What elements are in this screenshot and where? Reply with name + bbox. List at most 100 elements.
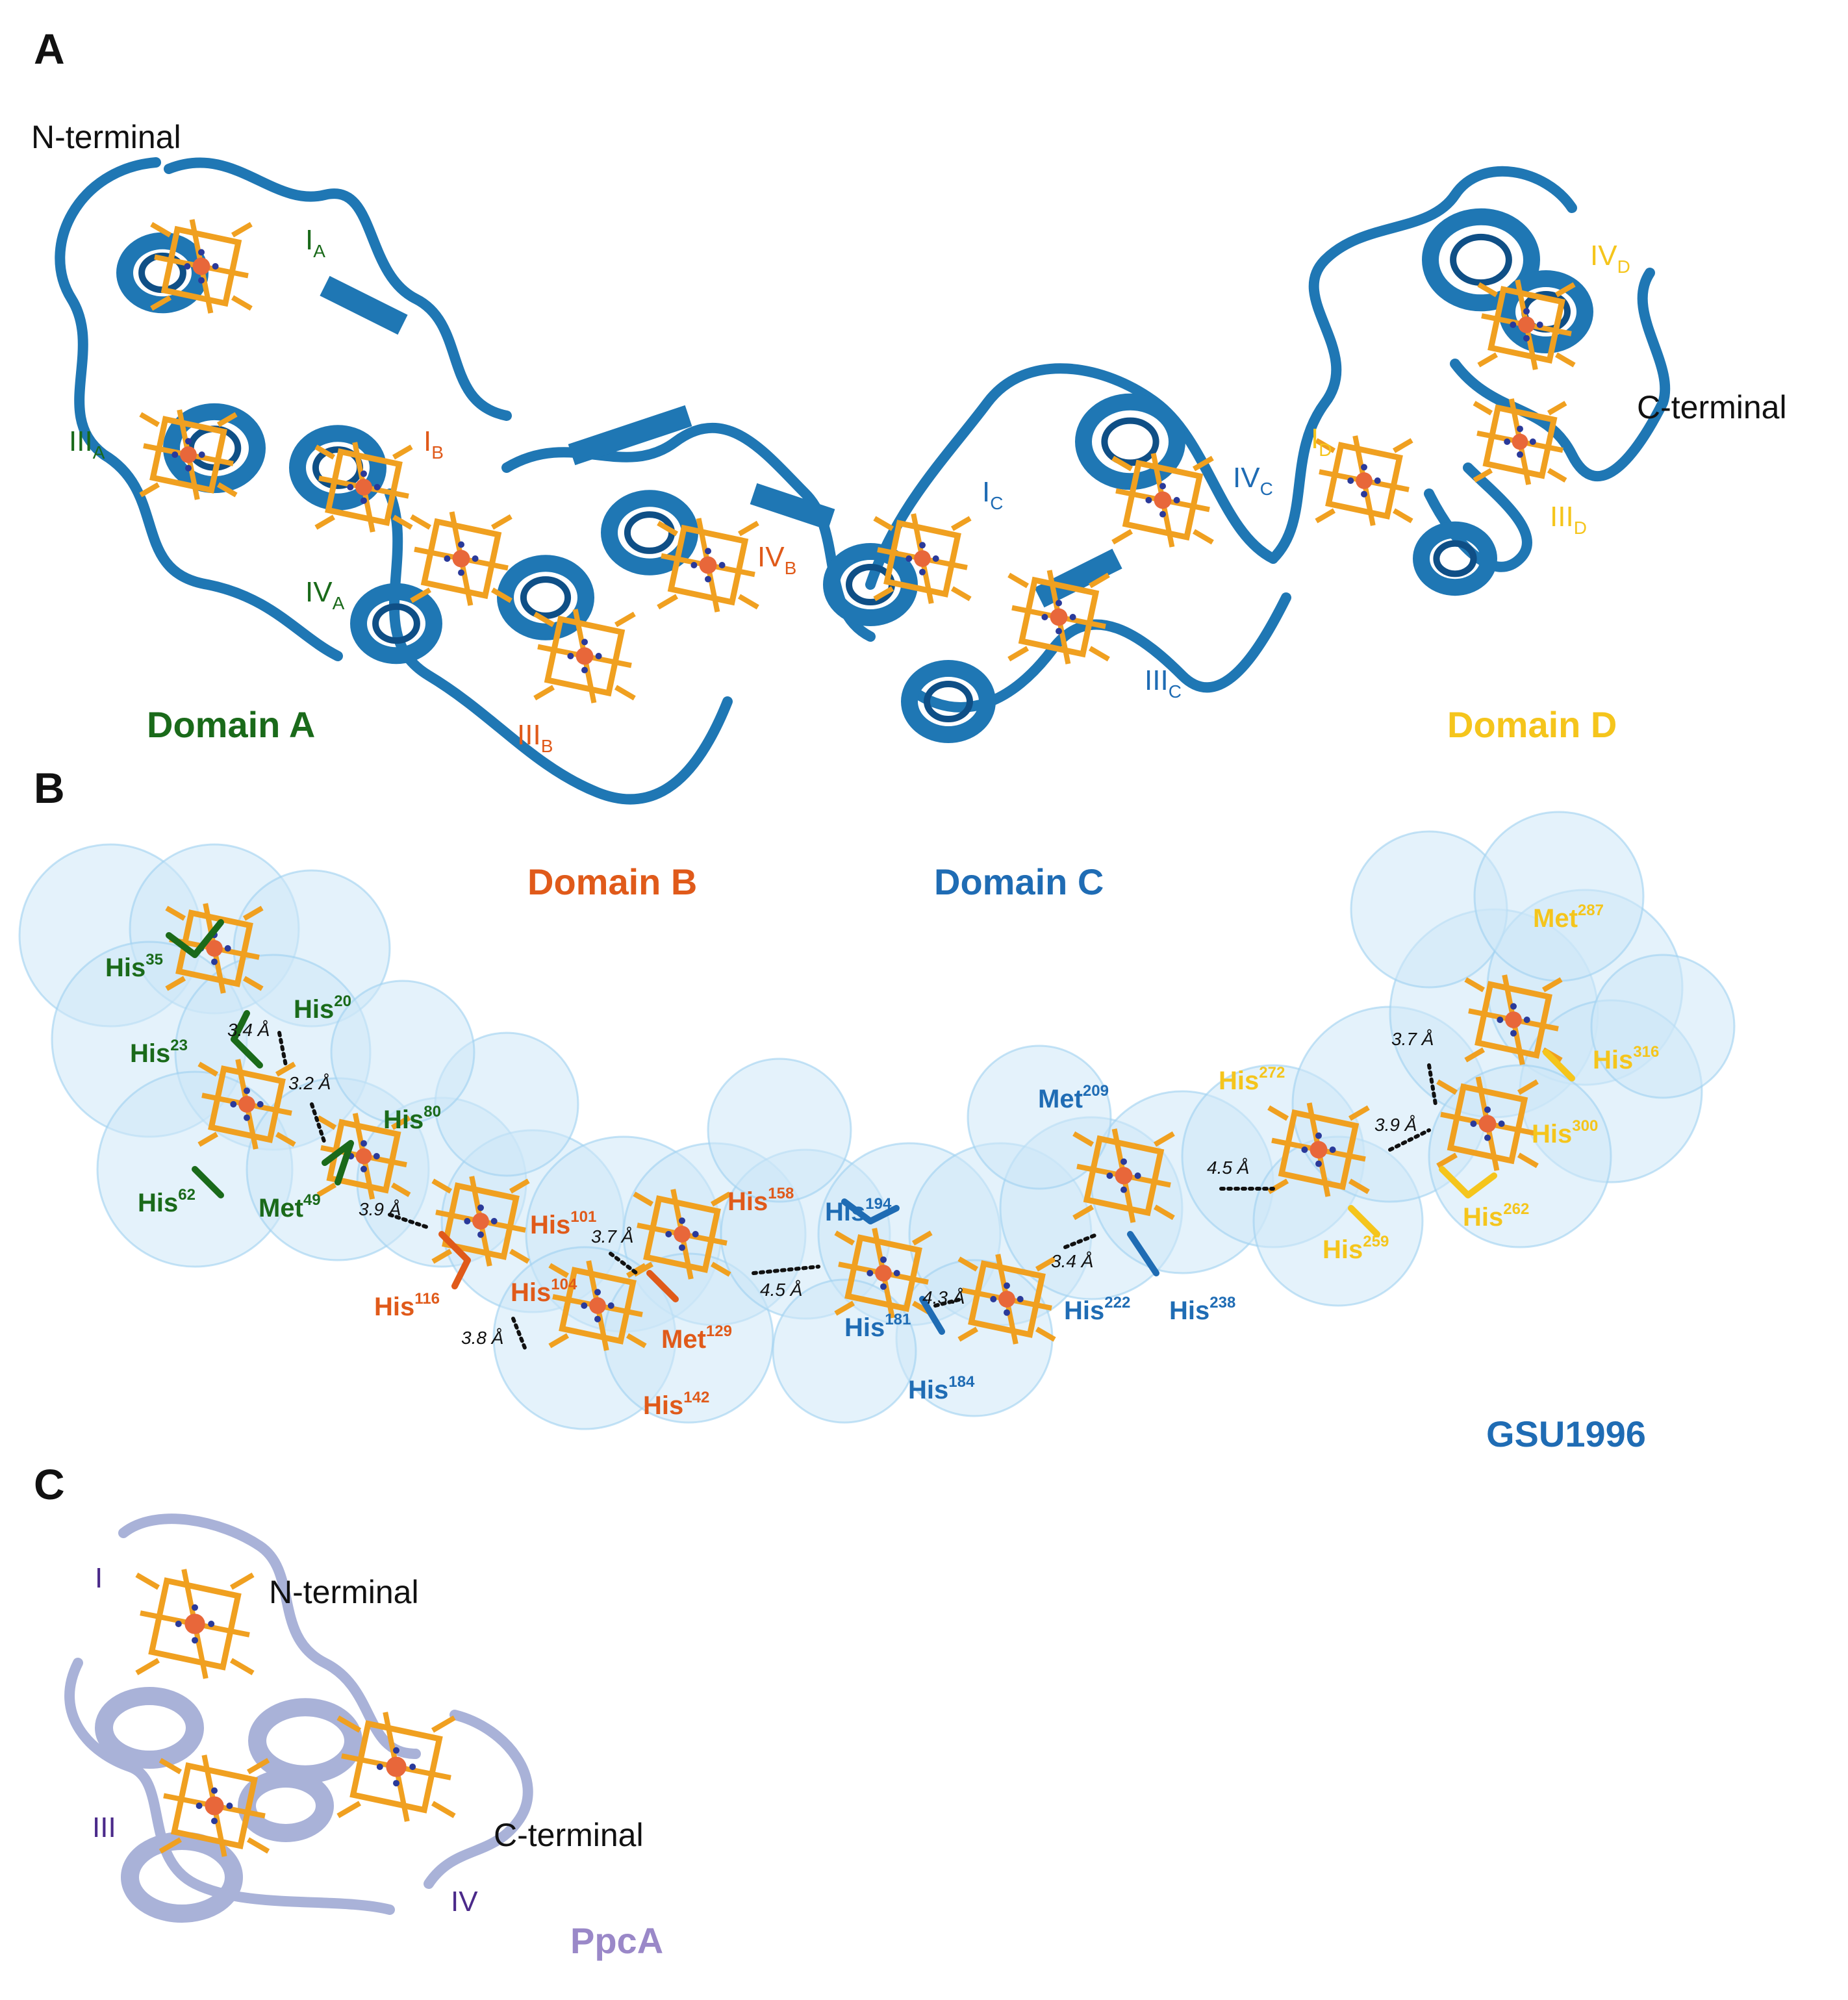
distance-label: 4.5 Å: [1207, 1158, 1250, 1178]
heme-substituent: [1517, 1079, 1539, 1095]
heme-group: [1267, 1102, 1370, 1197]
heme-substituent: [873, 516, 894, 531]
nitrogen-atom: [1173, 497, 1180, 503]
residue-his272: His272: [1219, 1064, 1285, 1095]
residue-his20: His20: [294, 993, 351, 1024]
heme-substituent: [150, 295, 172, 311]
nitrogen-atom: [1484, 1134, 1491, 1141]
side-chain-stick: [438, 1231, 471, 1289]
alpha-helix-inner: [624, 511, 676, 554]
heme-substituent: [1315, 508, 1336, 524]
heme-group: [548, 1260, 647, 1351]
nitrogen-atom: [595, 653, 602, 659]
panel-letter-c: C: [34, 1460, 65, 1508]
heme-substituent: [314, 444, 336, 460]
nitrogen-atom: [1523, 335, 1530, 342]
nitrogen-atom: [1056, 600, 1062, 607]
nitrogen-atom: [1517, 451, 1523, 458]
residue-his142: His142: [643, 1389, 710, 1420]
distance-dotted-line: [511, 1317, 528, 1353]
heme-group: [1464, 974, 1563, 1065]
heme-group: [150, 219, 253, 314]
heme-substituent: [1153, 1204, 1175, 1221]
heme-group: [657, 518, 759, 613]
heme-substituent: [165, 976, 186, 991]
ppca-alpha-helix: [121, 1832, 243, 1923]
nitrogen-atom: [1523, 308, 1530, 315]
nitrogen-atom: [376, 1764, 383, 1770]
iron-atom: [1310, 1141, 1328, 1159]
distance-label: 3.4 Å: [227, 1020, 270, 1040]
distance-label: 4.5 Å: [760, 1280, 803, 1300]
alpha-helix: [289, 425, 386, 511]
distance-links: [277, 1031, 1437, 1353]
alpha-helix-inner: [372, 603, 420, 644]
alpha-helix: [901, 660, 996, 743]
nitrogen-atom: [464, 1218, 471, 1224]
nitrogen-atom: [472, 555, 479, 562]
heme-substituent: [410, 514, 432, 530]
nitrogen-atom: [458, 569, 464, 576]
heme-substituent: [231, 295, 253, 311]
heme-substituent: [1554, 352, 1576, 368]
heme-substituent: [139, 482, 160, 498]
nitrogen-atom: [1145, 497, 1152, 503]
heme-substituent: [431, 1801, 456, 1819]
heme-substituent: [873, 586, 894, 601]
heme-substituent: [490, 587, 513, 603]
heme-group: [1111, 453, 1214, 548]
iron-atom: [875, 1265, 892, 1282]
alpha-helix-inner: [1101, 417, 1159, 466]
distance-label: 3.4 Å: [1051, 1251, 1094, 1271]
heme-substituent: [1007, 646, 1030, 662]
nitrogen-atom: [185, 464, 192, 472]
heme-label-iii-c: IIIC: [1145, 665, 1182, 702]
nitrogen-atom: [1523, 1017, 1530, 1023]
nitrogen-atom: [244, 1087, 250, 1095]
heme-substituent: [1348, 1105, 1370, 1121]
nitrogen-atom: [990, 1296, 997, 1302]
heme-group: [1007, 570, 1110, 665]
heme-substituent: [1315, 438, 1336, 453]
heme-label-iii-a: IIIA: [69, 425, 105, 462]
heme-substituent: [1111, 455, 1133, 472]
heme-substituent: [737, 594, 759, 610]
nitrogen-atom: [594, 1289, 601, 1296]
nitrogen-atom: [196, 1803, 203, 1809]
residue-his158: His158: [728, 1185, 794, 1216]
nitrogen-atom: [1004, 1282, 1010, 1289]
residue-his222: His222: [1064, 1294, 1131, 1325]
nitrogen-atom: [893, 1270, 900, 1276]
heme-group: [431, 1176, 530, 1267]
nitrogen-atom: [1347, 477, 1354, 484]
heme-group: [1072, 1128, 1175, 1223]
iron-atom: [1505, 1011, 1522, 1028]
nitrogen-atom: [198, 249, 205, 256]
domain-d-label: Domain D: [1447, 704, 1617, 745]
heme-substituent: [1153, 1131, 1175, 1147]
surface-blob: [1590, 954, 1736, 1099]
heme-substituent: [1436, 1079, 1458, 1095]
molecular-surface: [18, 811, 1736, 1430]
iron-atom: [1478, 1115, 1497, 1133]
ribbon-loop: [865, 363, 1278, 590]
heme-substituent: [135, 1572, 160, 1590]
distance-label: 3.9 Å: [1374, 1115, 1417, 1135]
nitrogen-atom: [257, 1101, 264, 1108]
heme-substituent: [410, 587, 432, 603]
distance-dotted-line: [1063, 1232, 1100, 1249]
heme-substituent: [1088, 572, 1110, 589]
residue-his23: His23: [130, 1037, 188, 1068]
distance-dotted-line: [1388, 1128, 1431, 1152]
heme-substituent: [197, 1061, 219, 1077]
protein-label-gsu1996: GSU1996: [1486, 1413, 1646, 1454]
domain-c-label: Domain C: [934, 861, 1104, 902]
alpha-helix: [1422, 208, 1540, 312]
heme-substituent: [1267, 1105, 1289, 1121]
nitrogen-atom: [184, 263, 191, 270]
nitrogen-atom: [1510, 1030, 1517, 1037]
nitrogen-atom: [581, 1302, 588, 1309]
nitrogen-atom: [1120, 1186, 1127, 1193]
domain-a-label: Domain A: [147, 704, 316, 745]
heme-group: [533, 609, 636, 703]
